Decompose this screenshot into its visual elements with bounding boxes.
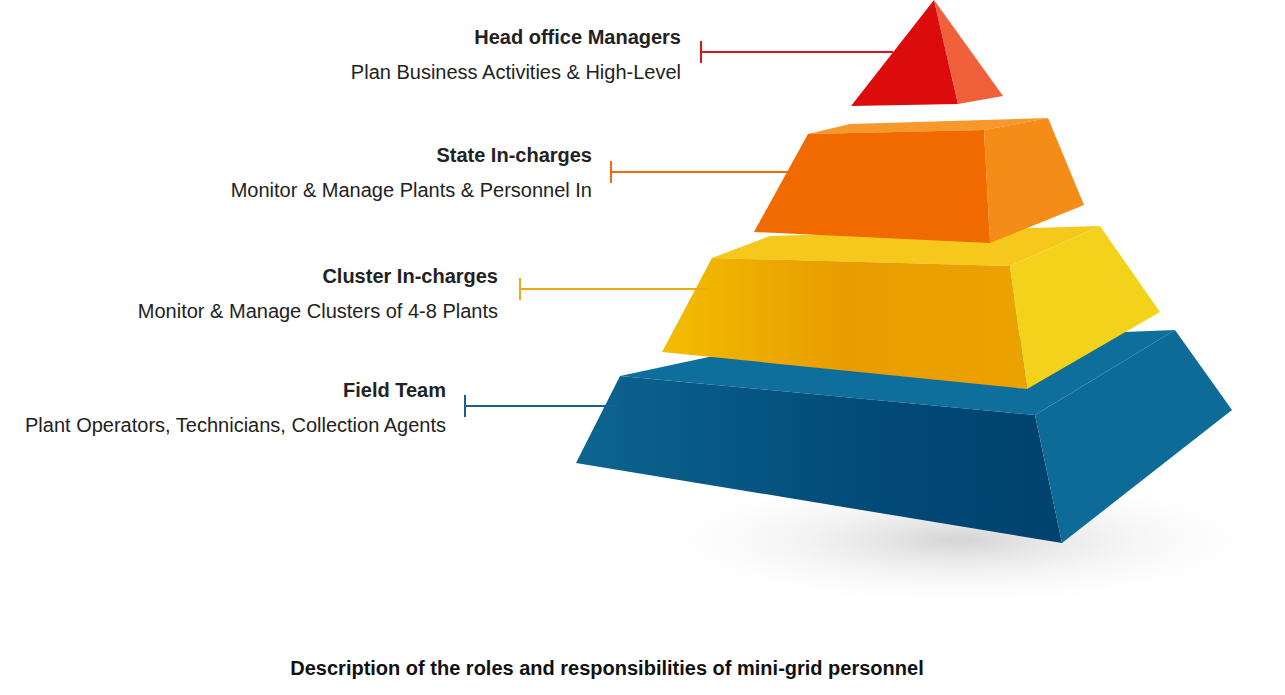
leader-line (520, 278, 708, 300)
role-title: Cluster In-charges (8, 264, 498, 288)
role-title: State In-charges (32, 143, 592, 167)
role-title: Field Team (0, 378, 446, 402)
leader-line (465, 395, 620, 417)
caption: Description of the roles and responsibil… (0, 655, 1214, 681)
tier-label: Field TeamPlant Operators, Technicians, … (0, 378, 446, 440)
tier-label: Head office ManagersPlan Business Activi… (121, 25, 681, 87)
role-description: Plan Business Activities & High-Level (121, 57, 681, 87)
leader-line (701, 41, 893, 63)
tier-label: State In-chargesMonitor & Manage Plants … (32, 143, 592, 205)
leader-line (611, 161, 800, 183)
tier-label: Cluster In-chargesMonitor & Manage Clust… (8, 264, 498, 326)
tier-side (934, 0, 1003, 104)
tier-front (754, 130, 990, 243)
tier-side (984, 118, 1084, 243)
role-description: Monitor & Manage Plants & Personnel In (32, 175, 592, 205)
role-description: Plant Operators, Technicians, Collection… (0, 410, 446, 440)
tier-front (662, 258, 1027, 389)
tier-side (1010, 226, 1160, 389)
role-description: Monitor & Manage Clusters of 4-8 Plants (8, 296, 498, 326)
role-title: Head office Managers (121, 25, 681, 49)
tier-front (576, 376, 1062, 543)
